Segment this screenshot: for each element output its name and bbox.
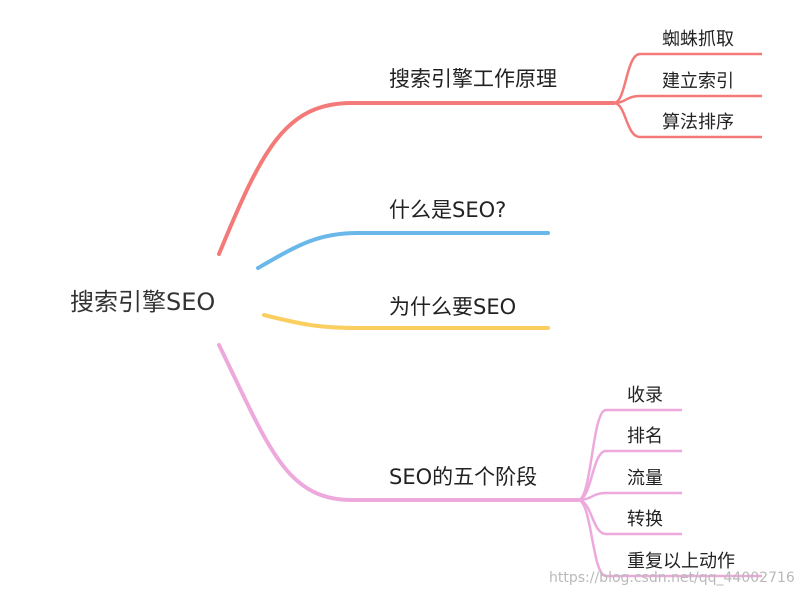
connector-to-algorithm-rank [613, 101, 762, 139]
leaf-ranking: 排名 [627, 426, 663, 447]
branch-what-is-seo [256, 231, 550, 270]
leaf-spider-crawl: 蜘蛛抓取 [662, 29, 734, 50]
connector-to-indexing [577, 408, 682, 502]
leaf-traffic: 流量 [627, 468, 663, 489]
root-node-label: 搜索引擎SEO [70, 288, 215, 316]
connector-to-spider-crawl [613, 52, 762, 105]
leaf-conversion: 转换 [627, 509, 663, 530]
source-watermark: https://blog.csdn.net/qq_44002716 [549, 570, 795, 586]
connector-root-to-how-it-works [217, 101, 616, 256]
branch-label-five-stages: SEO的五个阶段 [389, 465, 537, 489]
branch-label-how-it-works: 搜索引擎工作原理 [389, 67, 557, 91]
connector-root-to-five-stages [217, 343, 580, 502]
connector-to-repeat [577, 498, 762, 578]
connector-to-build-index [613, 94, 762, 105]
branch-label-why-seo: 为什么要SEO [389, 295, 516, 319]
connector-to-traffic [577, 491, 682, 502]
connector-root-to-why-seo [262, 313, 550, 330]
leaf-indexing: 收录 [627, 385, 663, 406]
branch-how-search-engines-work [217, 52, 762, 256]
leaf-build-index: 建立索引 [662, 71, 734, 92]
leaf-algorithm-rank: 算法排序 [662, 112, 734, 133]
branch-why-seo [262, 313, 550, 330]
connector-to-ranking [577, 449, 682, 502]
branch-label-what-is-seo: 什么是SEO? [389, 198, 506, 222]
branch-five-stages [217, 343, 762, 578]
connector-root-to-what-is-seo [256, 231, 550, 270]
leaf-repeat: 重复以上动作 [627, 551, 735, 572]
